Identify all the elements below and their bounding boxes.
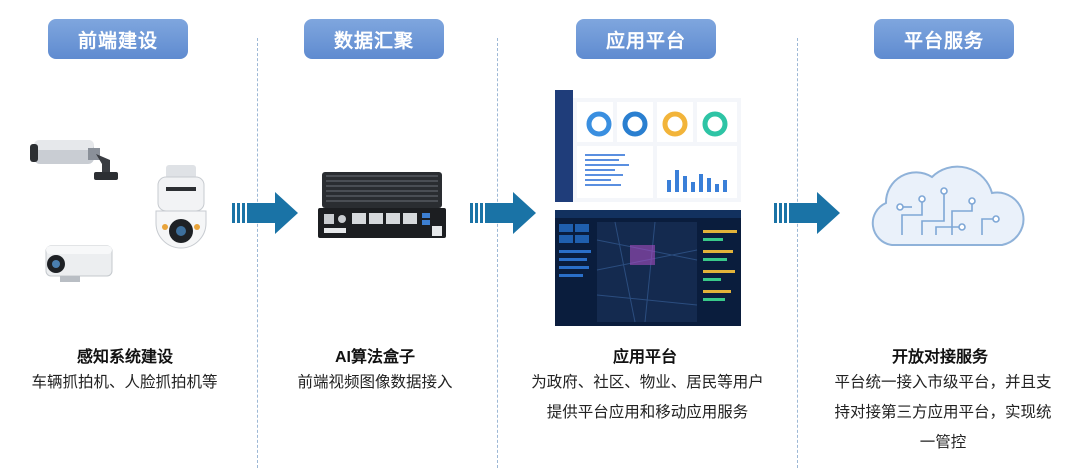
- ai-box-icon: [312, 168, 452, 248]
- dome-camera-icon: [150, 165, 212, 255]
- flow-arrow-2: [470, 192, 538, 234]
- stage-header-frontend: 前端建设: [48, 19, 188, 59]
- dashboard-screenshot-dark: [555, 210, 741, 326]
- bullet-camera-icon: [30, 130, 120, 185]
- flow-arrow-3: [774, 192, 842, 234]
- stage-divider-3: [797, 38, 798, 468]
- stage-header-platform-service: 平台服务: [874, 19, 1014, 59]
- stage-desc-platform-service-line3: 一管控: [919, 434, 967, 451]
- stage-desc-app-platform-line1: 为政府、社区、物业、居民等用户: [531, 374, 764, 391]
- stage-title-frontend: 感知系统建设: [76, 349, 173, 366]
- stage-header-data-aggregation: 数据汇聚: [304, 19, 444, 59]
- stage-desc-data-aggregation: 前端视频图像数据接入: [297, 374, 453, 391]
- box-camera-icon: [40, 240, 120, 288]
- stage-desc-platform-service-line2: 持对接第三方应用平台，实现统: [834, 404, 1052, 421]
- dashboard-screenshot-light: [555, 90, 741, 202]
- stage-title-data-aggregation: AI算法盒子: [334, 349, 415, 366]
- stage-title-app-platform: 应用平台: [612, 349, 677, 366]
- stage-desc-frontend: 车辆抓拍机、人脸抓拍机等: [31, 374, 218, 391]
- stage-divider-2: [497, 38, 498, 468]
- stage-header-app-platform: 应用平台: [576, 19, 716, 59]
- cloud-circuit-icon: [862, 155, 1030, 255]
- stage-divider-1: [257, 38, 258, 468]
- stage-desc-platform-service-line1: 平台统一接入市级平台，并且支: [834, 374, 1052, 391]
- stage-desc-app-platform-line2: 提供平台应用和移动应用服务: [546, 404, 749, 421]
- stage-title-platform-service: 开放对接服务: [891, 349, 988, 366]
- flow-arrow-1: [232, 192, 300, 234]
